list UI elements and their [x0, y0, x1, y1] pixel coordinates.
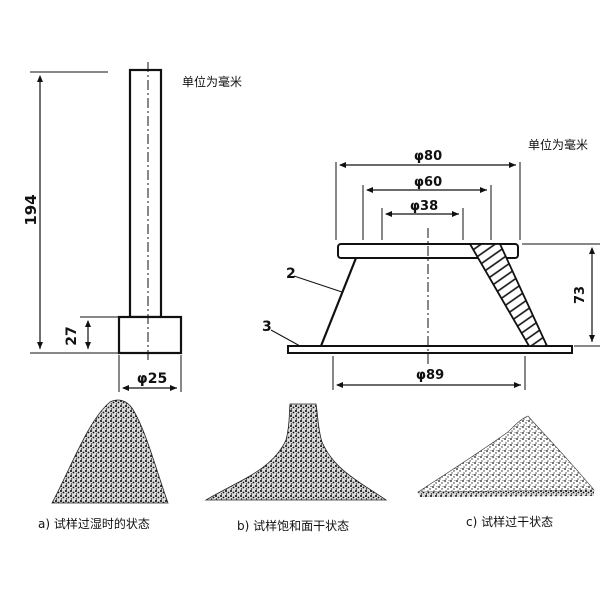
dim-phi89-label: φ89 — [416, 368, 444, 383]
dim-phi80-label: φ80 — [414, 149, 442, 164]
caption-b: b) 试样饱和面干状态 — [237, 518, 349, 533]
base-plate — [287, 345, 573, 354]
tamper-drawing: 194 27 φ25 单位为毫米 — [22, 62, 242, 392]
dim-phi25-label: φ25 — [137, 371, 167, 387]
sand-pile-saturated-surface-dry — [204, 403, 388, 501]
cone-right-wall-section — [468, 243, 549, 347]
tamper-rod — [128, 68, 163, 319]
cone-mold-drawing: 单位为毫米 φ80 φ60 φ38 φ89 73 — [262, 137, 600, 390]
caption-c: c) 试样过干状态 — [466, 514, 553, 529]
dim-27-label: 27 — [64, 326, 80, 345]
part-3-leader — [270, 329, 301, 347]
units-label-left: 单位为毫米 — [182, 74, 242, 89]
tamper-foot — [117, 315, 183, 355]
caption-a: a) 试样过湿时的状态 — [38, 516, 150, 531]
dim-phi38-label: φ38 — [410, 199, 438, 214]
part-2-label: 2 — [286, 266, 296, 282]
units-label-right: 单位为毫米 — [528, 137, 588, 152]
dim-phi60-label: φ60 — [414, 175, 442, 190]
part-3-label: 3 — [262, 319, 272, 335]
dim-194-label: 194 — [22, 194, 40, 225]
sand-pile-dry — [416, 415, 595, 497]
cone-left-wall — [319, 257, 358, 347]
part-2-leader — [293, 275, 343, 293]
dim-73-label: 73 — [573, 286, 588, 304]
sand-pile-wet — [51, 399, 169, 504]
